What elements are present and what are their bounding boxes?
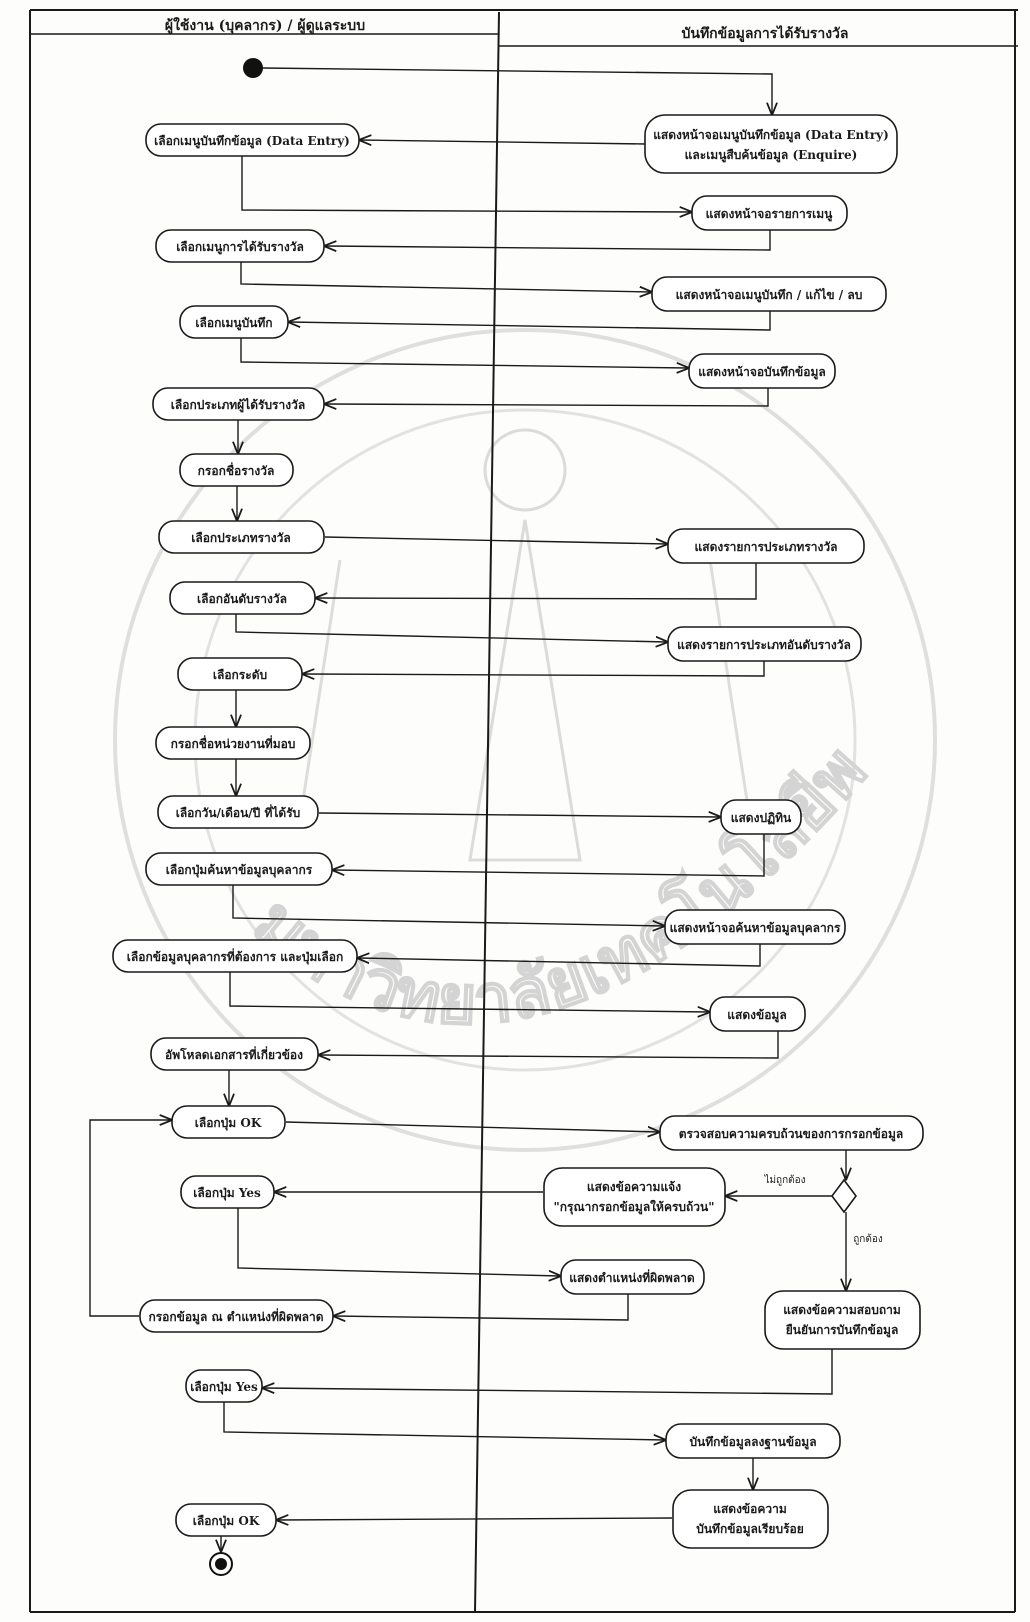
label-l5: กรอกชื่อรางวัล — [198, 462, 275, 478]
label-l13: อัพโหลดเอกสารที่เกี่ยวข้อง — [165, 1046, 303, 1062]
label-r11b: "กรุณากรอกข้อมูลให้ครบถ้วน" — [553, 1199, 714, 1215]
watermark-seal — [113, 328, 937, 1152]
edge-r9-l13 — [319, 1031, 779, 1058]
edge-r2-l2 — [325, 230, 771, 250]
edge-l2-r3 — [240, 262, 651, 292]
label-r15b: บันทึกข้อมูลเรียบร้อย — [696, 1522, 804, 1537]
guard-correct: ถูกต้อง — [853, 1233, 883, 1245]
label-l12: เลือกข้อมูลบุคลากรที่ต้องการ และปุ่มเลือ… — [127, 948, 343, 965]
edge-r15-l18 — [277, 1518, 673, 1520]
label-r2: แสดงหน้าจอรายการเมนู — [706, 207, 833, 222]
activity-show-incomplete-alert — [543, 1167, 726, 1227]
activity-show-confirm-prompt — [764, 1290, 921, 1350]
lane-title-system: บันทึกข้อมูลการได้รับรางวัล — [681, 24, 848, 42]
label-r3: แสดงหน้าจอเมนูบันทึก / แก้ไข / ลบ — [676, 287, 863, 303]
edge-start-r1 — [262, 67, 772, 114]
edge-l11-r8 — [232, 885, 664, 926]
edge-r5-l7 — [316, 563, 757, 599]
label-l1: เลือกเมนูบันทึกข้อมูล (Data Entry) — [154, 134, 350, 149]
edge-r3-l3 — [289, 311, 771, 331]
label-l15: เลือกปุ่ม Yes — [193, 1186, 261, 1201]
edge-l1-r2 — [241, 156, 691, 212]
label-r8: แสดงหน้าจอค้นหาข้อมูลบุคลากร — [670, 921, 841, 936]
label-r13b: ยืนยันการบันทึกข้อมูล — [786, 1323, 899, 1338]
label-r1b: และเมนูสืบค้นข้อมูล (Enquire) — [685, 148, 858, 163]
label-r5: แสดงรายการประเภทรางวัล — [695, 540, 838, 554]
label-r4: แสดงหน้าจอบันทึกข้อมูล — [698, 365, 825, 380]
label-l10: เลือกวัน/เดือน/ปี ที่ได้รับ — [176, 804, 301, 820]
label-l11: เลือกปุ่มค้นหาข้อมูลบุคลากร — [166, 863, 313, 878]
label-l16: กรอกข้อมูล ณ ตำแหน่งที่ผิดพลาด — [148, 1308, 323, 1325]
edge-l12-r9 — [229, 972, 709, 1012]
end-node — [209, 1552, 233, 1576]
swimlane-frame — [29, 9, 1018, 1613]
label-l17: เลือกปุ่ม Yes — [190, 1380, 258, 1395]
edge-r12-l16 — [334, 1294, 629, 1320]
guard-incorrect: ไม่ถูกต้อง — [763, 1174, 805, 1186]
label-r13a: แสดงข้อความสอบถาม — [783, 1303, 901, 1317]
edge-r4-l4 — [325, 388, 769, 406]
edge-l16-l14 — [89, 1120, 171, 1317]
edge-l3-r4 — [240, 338, 688, 368]
label-r7: แสดงปฏิทิน — [731, 811, 792, 825]
edge-l15-r12 — [237, 1208, 560, 1276]
decision-validation — [831, 1178, 857, 1214]
edge-r6-l8 — [303, 661, 765, 676]
label-l7: เลือกอันดับรางวัล — [197, 592, 287, 606]
label-r9: แสดงข้อมูล — [727, 1008, 786, 1023]
start-node — [243, 58, 263, 78]
label-r12: แสดงตำแหน่งที่ผิดพลาด — [569, 1269, 695, 1285]
label-l6: เลือกประเภทรางวัล — [191, 531, 291, 545]
activity-show-data-entry-screen — [644, 114, 898, 174]
activity-show-save-success — [672, 1489, 829, 1549]
label-l4: เลือกประเภทผู้ได้รับรางวัล — [171, 397, 305, 413]
label-l9: กรอกชื่อหน่วยงานที่มอบ — [171, 735, 296, 751]
lane-title-user: ผู้ใช้งาน (บุคลากร) / ผู้ดูแลระบบ — [165, 16, 365, 34]
label-r14: บันทึกข้อมูลลงฐานข้อมูล — [689, 1435, 816, 1450]
label-l2: เลือกเมนูการได้รับรางวัล — [176, 239, 304, 255]
edge-l10-r7 — [318, 813, 720, 817]
label-l3: เลือกเมนูบันทึก — [195, 316, 272, 331]
label-r6: แสดงรายการประเภทอันดับรางวัล — [677, 638, 851, 652]
label-r11a: แสดงข้อความแจ้ง — [587, 1180, 681, 1194]
label-r10: ตรวจสอบความครบถ้วนของการกรอกข้อมูล — [679, 1127, 903, 1142]
label-r1a: แสดงหน้าจอเมนูบันทึกข้อมูล (Data Entry) — [653, 128, 889, 143]
edge-r13-l17 — [263, 1349, 833, 1395]
edge-l14-r10 — [285, 1121, 659, 1132]
end-node-core — [215, 1558, 227, 1570]
edge-r7-l11 — [333, 834, 765, 877]
label-l8: เลือกระดับ — [213, 668, 267, 682]
label-l18: เลือกปุ่ม OK — [193, 1514, 260, 1529]
label-l14: เลือกปุ่ม OK — [195, 1116, 262, 1131]
label-r15a: แสดงข้อความ — [713, 1502, 787, 1516]
edge-l17-r14 — [223, 1402, 665, 1440]
edge-r1-l1 — [360, 140, 646, 144]
edge-l6-r5 — [324, 536, 667, 544]
edge-r8-l12 — [358, 944, 761, 967]
edge-l7-r6 — [235, 614, 667, 642]
